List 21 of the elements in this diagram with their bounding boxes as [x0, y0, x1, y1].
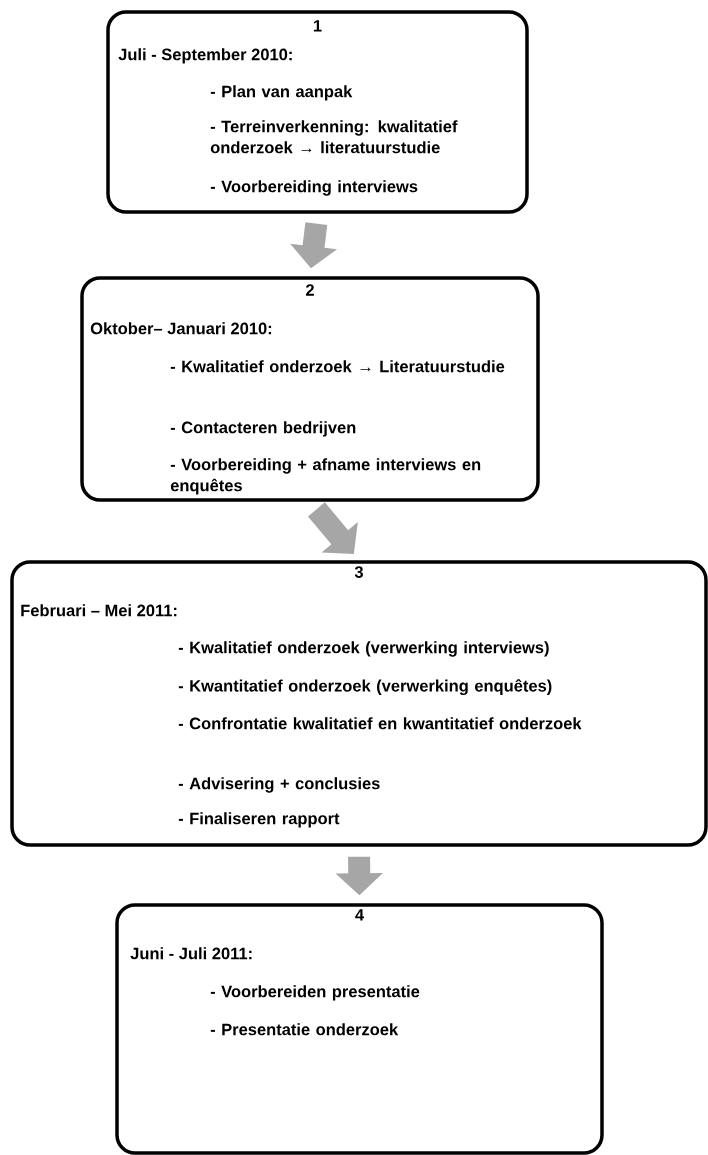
task-item: - Plan van aanpak	[210, 85, 353, 101]
period-heading: Juni - Juli 2011:	[130, 947, 252, 960]
task-item: - Voorbereiding interviews	[210, 180, 418, 196]
task-item: - Presentatie onderzoek	[210, 1023, 399, 1036]
period-heading: Juli - September 2010:	[118, 48, 292, 64]
task-item: - Voorbereiding + afname interviews en enquêtes	[170, 458, 481, 495]
step-number: 3	[354, 566, 363, 578]
step-number: 4	[355, 909, 364, 921]
task-item: - Kwantitatief onderzoek (verwerking enquêtes)	[178, 679, 552, 695]
step-number: 2	[306, 284, 314, 296]
task-item: - Kwalitatief onderzoek (verwerking interviews)	[178, 641, 549, 657]
task-item: - Kwalitatief onderzoek → Literatuurstudie	[170, 360, 505, 373]
period-heading: Februari – Mei 2011:	[21, 604, 177, 617]
step-number: 1	[313, 20, 322, 32]
task-item: - Confrontatie kwalitatief en kwantitatief onderzoek	[178, 717, 582, 730]
task-item: - Voorbereiden presentatie	[210, 985, 420, 1001]
task-item: - Contacteren bedrijven	[170, 421, 356, 437]
task-item: - Advisering + conclusies	[178, 777, 380, 793]
task-item: - Terreinverkenning: kwalitatief onderzoek → literatuurstudie	[210, 120, 458, 154]
period-heading: Oktober– Januari 2010:	[90, 322, 272, 335]
task-item: - Finaliseren rapport	[178, 812, 340, 828]
